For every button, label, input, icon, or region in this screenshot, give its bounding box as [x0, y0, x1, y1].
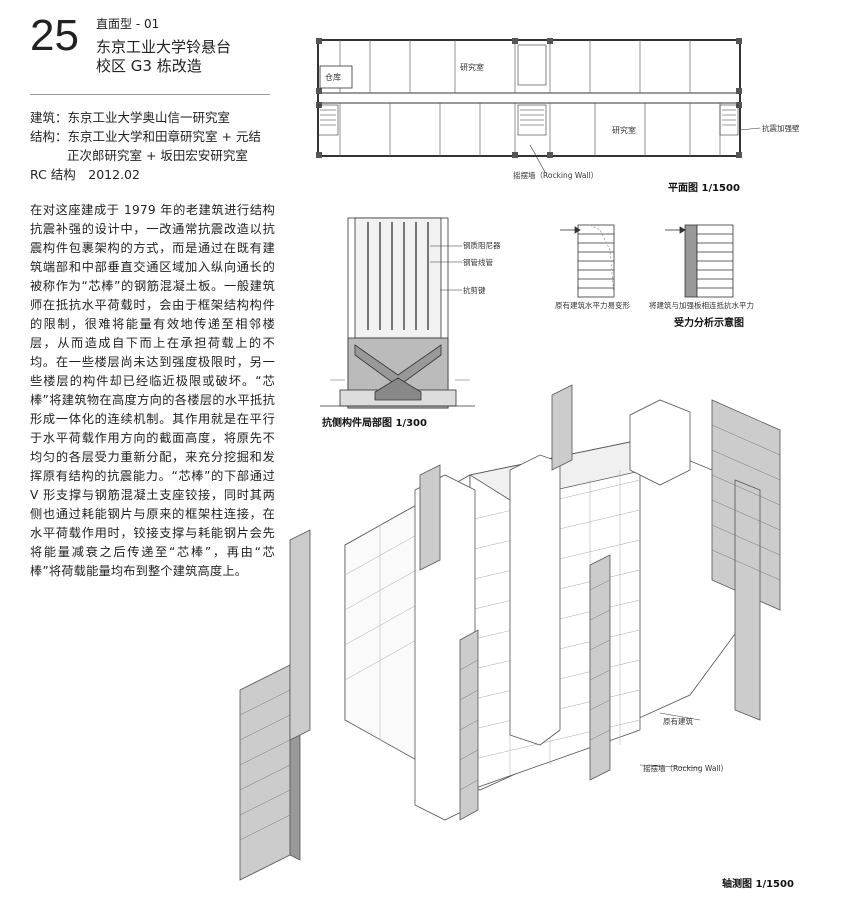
divider	[30, 94, 270, 95]
credit-structure-2: 正次郎研究室 + 坂田宏安研究室	[67, 148, 248, 163]
project-title: 东京工业大学铃悬台 校区 G3 栋改造	[96, 38, 231, 76]
plan-room-lab-2: 研究室	[612, 125, 636, 135]
axonometric-drawing	[239, 384, 781, 881]
detail-drawing	[320, 217, 475, 409]
body-text: 在对这座建成于 1979 年的老建筑进行结构抗震补强的设计中，一改通常抗震改造以…	[30, 203, 275, 578]
plan-leader-wall	[739, 127, 761, 131]
credit-meta: RC 结构 2012.02	[30, 167, 140, 182]
analysis-caption: 受力分析示意图	[674, 318, 744, 329]
plan-label-rocking: 摇摆墙（Rocking Wall）	[513, 171, 599, 180]
detail-label-shear-key: 抗剪键	[463, 286, 486, 295]
plan-room-lab-1: 研究室	[460, 62, 484, 72]
plan-label-wall: 抗震加强壁	[762, 124, 800, 133]
analysis-diagram-left	[560, 224, 615, 298]
project-number: 25	[30, 11, 79, 60]
plan-room-storage: 仓库	[325, 72, 341, 82]
plan-caption: 平面图 1/1500	[668, 183, 740, 194]
credit-architecture: 建筑：东京工业大学奥山信一研究室	[30, 110, 231, 125]
title-line-1: 东京工业大学铃悬台	[96, 38, 232, 56]
analysis-label-right: 将建筑与加强板相连抵抗水平力	[649, 301, 754, 310]
project-type: 直面型 - 01	[96, 17, 160, 31]
floor-plan	[316, 38, 742, 158]
analysis-diagram-right	[665, 224, 734, 298]
title-line-2: 校区 G3 栋改造	[96, 56, 202, 75]
credit-structure-1: 结构：东京工业大学和田章研究室 + 元结	[30, 129, 261, 144]
axo-label-existing: 原有建筑	[663, 717, 693, 726]
detail-caption: 抗侧构件局部图 1/300	[322, 418, 427, 429]
analysis-label-left: 原有建筑水平力易变形	[555, 301, 630, 310]
axo-caption: 轴测图 1/1500	[722, 879, 794, 890]
detail-label-damper: 钢质阻尼器	[463, 241, 501, 250]
axo-label-rocking: 摇摆墙（Rocking Wall）	[643, 764, 729, 773]
plan-leader-rocking	[529, 144, 546, 173]
detail-label-pipe: 钢管线管	[463, 258, 493, 267]
